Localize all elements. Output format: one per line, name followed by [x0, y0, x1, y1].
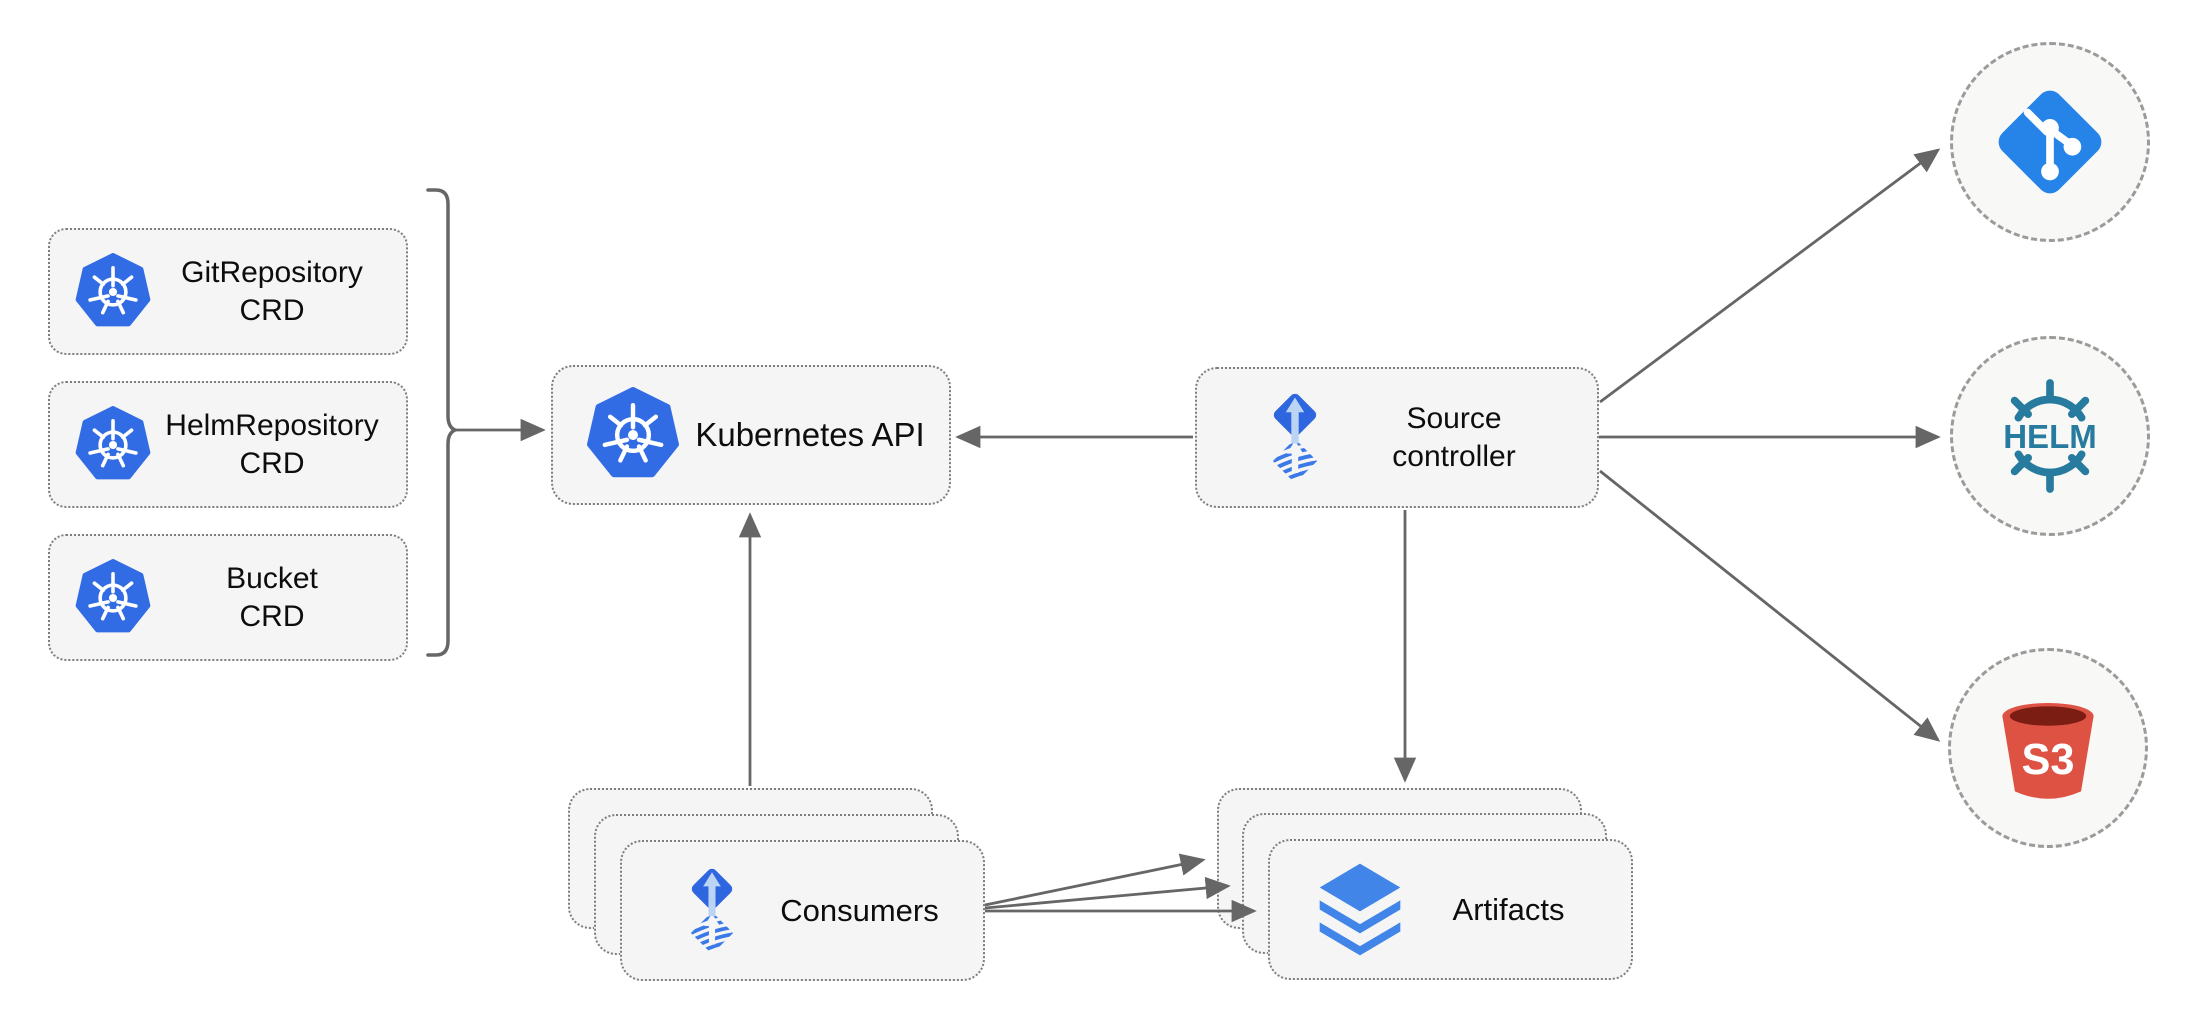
node-label: Consumers — [780, 892, 939, 928]
node-source-controller: Source controller — [1195, 367, 1599, 508]
node-gitrepository-crd: GitRepository CRD — [48, 228, 408, 355]
helm-icon: HELM — [2003, 379, 2097, 493]
node-label: Source controller — [1341, 400, 1597, 476]
helm-wordmark: HELM — [2003, 418, 2097, 455]
label-line: CRD — [239, 446, 305, 480]
label-line: controller — [1392, 439, 1516, 473]
label-line: Source — [1406, 401, 1502, 435]
node-label: Bucket CRD — [152, 560, 406, 636]
kubernetes-icon — [74, 406, 152, 484]
flux-icon — [1249, 388, 1341, 488]
git-icon — [1991, 83, 2109, 201]
arrow-sctl-to-git — [1599, 148, 1941, 404]
node-kubernetes-api: Kubernetes API — [551, 365, 951, 505]
node-helmrepository-crd: HelmRepository CRD — [48, 381, 408, 508]
node-git-endpoint — [1950, 42, 2150, 242]
node-helm-endpoint: HELM — [1950, 336, 2150, 536]
node-label: GitRepository CRD — [152, 254, 406, 330]
crd-group-bracket — [426, 188, 460, 657]
kubernetes-icon — [74, 559, 152, 637]
arrow-consumers-to-artifacts-2 — [984, 876, 1231, 910]
label-line: CRD — [239, 599, 305, 633]
label-line: HelmRepository — [165, 408, 379, 442]
node-artifacts: Artifacts — [1268, 839, 1633, 980]
s3-bucket-icon: S3 — [2002, 702, 2094, 799]
s3-wordmark: S3 — [2022, 736, 2075, 784]
node-s3-endpoint: S3 — [1948, 648, 2148, 848]
node-label: Artifacts — [1452, 891, 1565, 927]
arrow-consumers-to-artifacts-1 — [984, 853, 1206, 907]
node-label: Kubernetes API — [695, 416, 925, 453]
kubernetes-icon — [74, 253, 152, 331]
label-line: CRD — [239, 293, 305, 327]
label-line: Bucket — [226, 561, 318, 595]
node-label: HelmRepository CRD — [152, 407, 406, 483]
layers-icon — [1314, 860, 1406, 959]
flux-icon — [668, 863, 756, 959]
kubernetes-icon — [585, 387, 681, 483]
arrow-sctl-to-s3 — [1599, 469, 1941, 742]
node-bucket-crd: Bucket CRD — [48, 534, 408, 661]
node-consumers: Consumers — [620, 840, 985, 981]
label-line: GitRepository — [181, 255, 363, 289]
